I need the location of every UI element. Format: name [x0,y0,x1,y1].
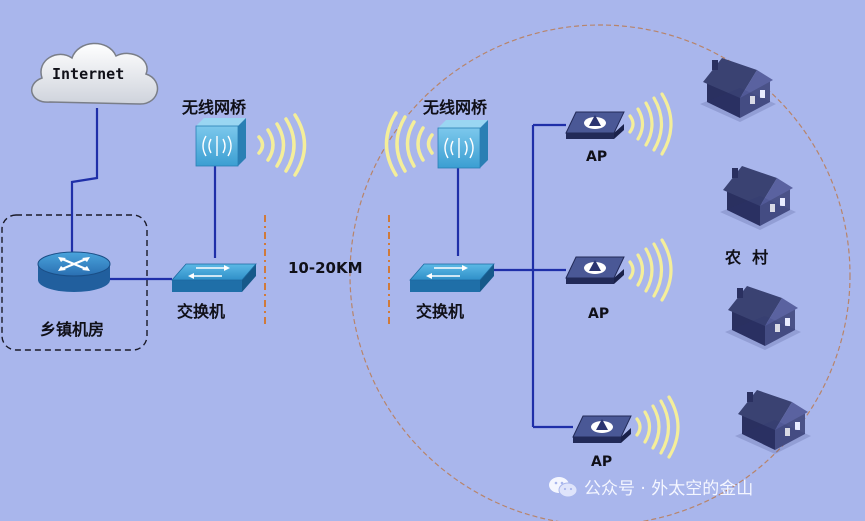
ap-top-label: AP [586,149,608,165]
house-2-icon [720,166,796,230]
ap-top-signal-icon [628,92,673,156]
house-1-icon [700,58,776,122]
coverage-circle [349,24,851,521]
ap-bottom-label: AP [591,454,613,470]
wireless-bridge-left-icon [195,118,246,167]
ap-bottom-signal-icon [635,395,680,459]
village-label: 农 村 [725,248,769,267]
town-office-label: 乡镇机房 [40,320,105,339]
house-4-icon [735,390,811,454]
wechat-icon [549,476,578,497]
wireless-bridge-right-icon [437,120,488,169]
watermark: 公众号 · 外太空的金山 [548,474,753,499]
internet-label: Internet [52,65,125,83]
switch-right-label: 交换机 [416,302,465,321]
bridge-right-signal-icon [384,111,434,177]
town-office-box [1,214,148,351]
ap-top-icon [565,111,625,139]
bridge-right-label: 无线网桥 [423,98,488,117]
bridge-left-label: 无线网桥 [182,98,247,117]
ap-mid-icon [565,256,625,284]
ap-mid-signal-icon [628,238,673,302]
router-icon [37,251,111,292]
network-links [70,108,573,429]
internet-cloud-icon [31,42,159,105]
switch-right-icon [409,263,495,292]
bridge-left-signal-icon [257,113,307,177]
distance-label: 10-20KM [288,259,363,277]
watermark-text: 公众号 · 外太空的金山 [584,479,754,499]
switch-left-label: 交换机 [177,302,226,321]
switch-left-icon [171,263,257,292]
ap-mid-label: AP [588,306,610,322]
house-3-icon [725,286,801,350]
ap-bottom-icon [572,415,632,443]
